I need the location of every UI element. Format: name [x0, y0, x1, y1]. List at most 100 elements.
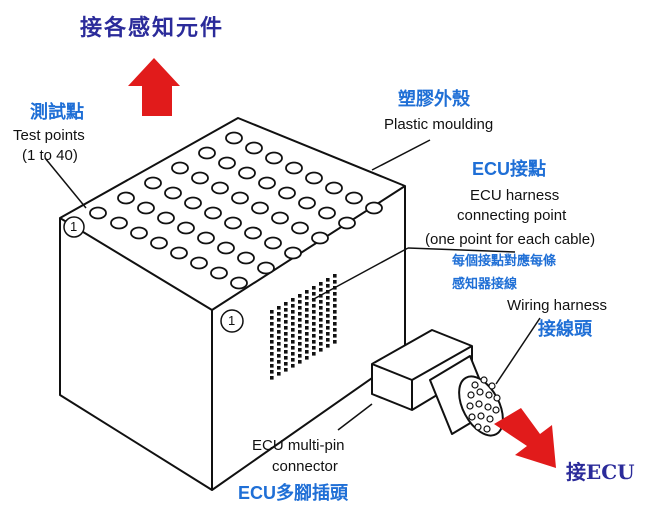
- harness-pin: [319, 300, 323, 304]
- harness-point-number-1: 1: [228, 313, 236, 328]
- harness-pin: [312, 304, 316, 308]
- test-point-hole: [258, 176, 276, 190]
- test-point-hole: [157, 211, 175, 225]
- harness-pin: [277, 318, 281, 322]
- harness-pin: [291, 316, 295, 320]
- wiring-pin: [466, 402, 474, 410]
- harness-pin: [312, 328, 316, 332]
- harness-pin: [305, 338, 309, 342]
- harness-pin: [312, 292, 316, 296]
- harness-pin: [291, 358, 295, 362]
- harness-pin: [270, 346, 274, 350]
- harness-pin: [333, 334, 337, 338]
- harness-pin: [305, 350, 309, 354]
- harness-pin: [326, 296, 330, 300]
- harness-pin: [298, 360, 302, 364]
- test-point-hole: [311, 231, 329, 245]
- harness-pin: [326, 284, 330, 288]
- harness-pin: [305, 302, 309, 306]
- test-point-hole: [365, 201, 383, 215]
- harness-pin: [298, 300, 302, 304]
- harness-pin: [298, 318, 302, 322]
- test-point-hole: [150, 236, 168, 250]
- harness-pin: [326, 314, 330, 318]
- harness-pin: [319, 312, 323, 316]
- harness-pin: [277, 312, 281, 316]
- harness-pin: [319, 318, 323, 322]
- wiring-pin: [480, 376, 488, 384]
- harness-pin: [291, 328, 295, 332]
- harness-pin: [326, 320, 330, 324]
- ecu-point-label-zh: ECU接點: [472, 159, 547, 179]
- test-point-hole: [298, 196, 316, 210]
- test-point-hole: [318, 206, 336, 220]
- test-point-holes: [89, 131, 383, 290]
- wiring-pin: [477, 412, 485, 420]
- test-point-number-1: 1: [70, 219, 78, 234]
- harness-pin: [277, 336, 281, 340]
- test-point-hole: [164, 186, 182, 200]
- test-point-hole: [291, 221, 309, 235]
- harness-pin: [333, 274, 337, 278]
- wiring-pin: [493, 394, 501, 402]
- test-point-hole: [144, 176, 162, 190]
- multipin-label-en-2: connector: [272, 458, 338, 475]
- harness-pin: [298, 330, 302, 334]
- multipin-label-en-1: ECU multi-pin: [252, 437, 345, 454]
- harness-pin: [326, 338, 330, 342]
- leader-lines: [44, 139, 541, 431]
- harness-pin: [291, 298, 295, 302]
- test-point-hole: [211, 181, 229, 195]
- test-point-hole: [191, 171, 209, 185]
- test-point-hole: [218, 156, 236, 170]
- harness-pin: [326, 278, 330, 282]
- plastic-label-zh: 塑膠外殼: [398, 89, 470, 109]
- red-up-arrow: [128, 58, 180, 116]
- harness-pin: [326, 308, 330, 312]
- harness-pin: [270, 376, 274, 380]
- test-point-hole: [197, 231, 215, 245]
- harness-pin: [312, 310, 316, 314]
- harness-pin: [305, 296, 309, 300]
- harness-pin: [270, 364, 274, 368]
- harness-pin: [298, 324, 302, 328]
- harness-pin: [284, 308, 288, 312]
- harness-pin: [312, 316, 316, 320]
- ecu-point-label-en-2: connecting point: [457, 207, 567, 224]
- test-point-hole: [210, 266, 228, 280]
- harness-pin: [326, 302, 330, 306]
- harness-pin: [319, 288, 323, 292]
- harness-pin: [312, 352, 316, 356]
- harness-pin: [284, 338, 288, 342]
- harness-pin: [312, 340, 316, 344]
- ecu-harness-pin-grid: [270, 274, 337, 380]
- ecu-point-note-2: 感知器接線: [452, 276, 518, 291]
- harness-pin: [298, 336, 302, 340]
- harness-pin: [291, 322, 295, 326]
- to-ecu-label: 接ECU: [566, 460, 635, 484]
- test-point-hole: [171, 161, 189, 175]
- harness-pin: [277, 330, 281, 334]
- harness-pin: [305, 344, 309, 348]
- ecu-point-label-en-3: (one point for each cable): [425, 231, 596, 248]
- harness-pin: [270, 322, 274, 326]
- harness-pin: [319, 306, 323, 310]
- wiring-pin: [475, 400, 483, 408]
- wiring-pin: [486, 415, 494, 423]
- harness-pin: [333, 328, 337, 332]
- harness-pin: [298, 306, 302, 310]
- top-title: 接各感知元件: [80, 15, 225, 41]
- harness-pin: [312, 334, 316, 338]
- harness-pin: [305, 290, 309, 294]
- harness-pin: [319, 330, 323, 334]
- wiring-harness-pin-face: [466, 376, 501, 433]
- test-point-hole: [204, 206, 222, 220]
- test-point-hole: [284, 246, 302, 260]
- harness-pin: [277, 342, 281, 346]
- harness-pin: [319, 324, 323, 328]
- harness-pin: [326, 332, 330, 336]
- harness-pin: [270, 334, 274, 338]
- harness-pin: [305, 356, 309, 360]
- harness-pin: [284, 362, 288, 366]
- test-point-hole: [305, 171, 323, 185]
